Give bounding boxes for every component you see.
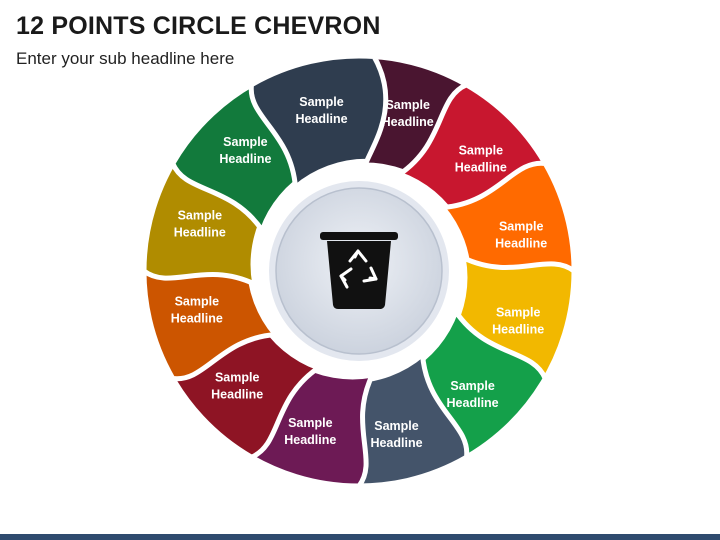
segment-label-line1: Sample xyxy=(288,416,333,430)
segment-label-line1: Sample xyxy=(299,95,344,109)
segment-label-line1: Sample xyxy=(178,208,223,222)
segment-label-line2: Headline xyxy=(295,112,347,126)
segment-label-line1: Sample xyxy=(459,143,504,157)
page-title: 12 POINTS CIRCLE CHEVRON xyxy=(16,12,381,40)
segment-label-line1: Sample xyxy=(223,135,268,149)
segment-label-line2: Headline xyxy=(211,388,263,402)
segment-label-line2: Headline xyxy=(492,323,544,337)
segment-label-line2: Headline xyxy=(447,396,499,410)
segment-label-line1: Sample xyxy=(215,371,260,385)
segment-label-line1: Sample xyxy=(374,419,419,433)
segment-label-line2: Headline xyxy=(370,436,422,450)
segment-label-line2: Headline xyxy=(284,433,336,447)
segment-label-line1: Sample xyxy=(175,295,220,309)
chevron-segment-shape xyxy=(248,53,389,190)
segment-label-line2: Headline xyxy=(219,152,271,166)
segment-label-line1: Sample xyxy=(499,220,544,234)
segment-label-line2: Headline xyxy=(382,115,434,129)
footer-bar xyxy=(0,534,720,540)
segment-label-line2: Headline xyxy=(174,225,226,239)
page-subtitle: Enter your sub headline here xyxy=(16,49,235,68)
segment-label-line1: Sample xyxy=(496,306,541,320)
segment-label-line1: Sample xyxy=(450,379,495,393)
segment-label-line1: Sample xyxy=(385,98,430,112)
segment-label-line2: Headline xyxy=(495,237,547,251)
segment-label-line2: Headline xyxy=(171,312,223,326)
recycle-bin-icon xyxy=(320,232,398,309)
segment-label-line2: Headline xyxy=(455,160,507,174)
